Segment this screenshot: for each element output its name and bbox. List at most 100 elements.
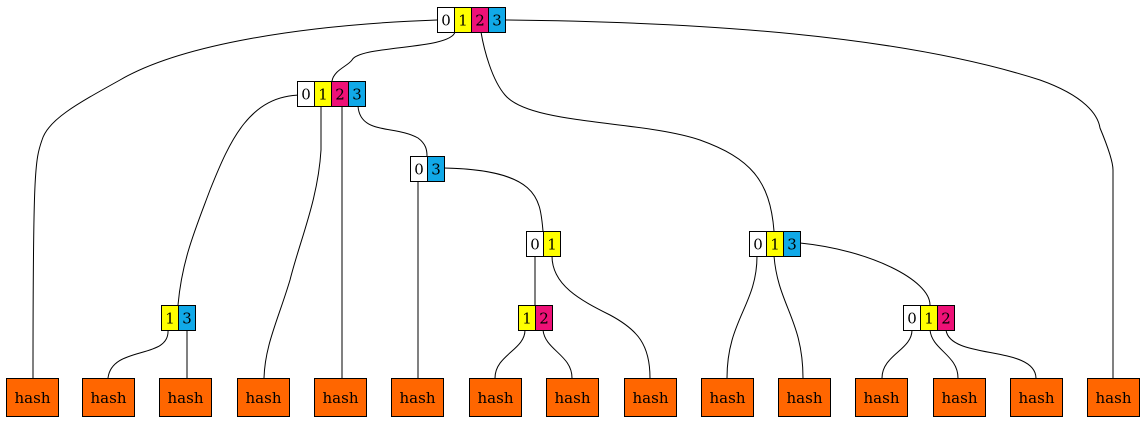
node-cell-label: 0 [530, 236, 540, 254]
hash-leaf: hash [469, 378, 522, 417]
node-cell-label: 1 [165, 310, 175, 328]
tree-edge [929, 329, 959, 379]
hash-leaf-box [82, 378, 135, 417]
hash-leaf-box [855, 378, 908, 417]
tree-edge [542, 329, 573, 379]
hash-leaf: hash [1010, 378, 1063, 417]
hash-leaf-label: hash [864, 389, 900, 407]
hash-leaf-box [159, 378, 212, 417]
node-cell-label: 3 [182, 310, 192, 328]
node-cell-3 [178, 305, 196, 331]
node-cell-3 [783, 231, 801, 257]
node-cell-label: 0 [753, 236, 763, 254]
hash-leaf-label: hash [91, 389, 127, 407]
node-cell-label: 2 [475, 12, 485, 30]
hash-leaf-box [469, 378, 522, 417]
hash-leaf-label: hash [1096, 389, 1132, 407]
tree-edge [773, 255, 804, 379]
tree-edge [357, 105, 428, 157]
node-cell-3 [427, 156, 445, 182]
node-cell-label: 2 [941, 310, 951, 328]
hash-leaf-label: hash [168, 389, 204, 407]
tree-edge [107, 329, 169, 379]
hash-leaf-box [1087, 378, 1140, 417]
node-cell-3 [488, 7, 506, 33]
node-cell-label: 1 [458, 12, 468, 30]
tree-edge [881, 329, 913, 379]
node-cell-label: 0 [414, 161, 424, 179]
node-cell-label: 0 [441, 12, 451, 30]
node-cell-label: 1 [318, 86, 328, 104]
node-cell-3 [348, 81, 366, 107]
hash-leaf-label: hash [555, 389, 591, 407]
hash-leaf-label: hash [15, 389, 51, 407]
tree-edge [177, 94, 303, 306]
node-cell-label: 0 [301, 86, 311, 104]
hash-leaf: hash [159, 378, 212, 417]
hash-leaf: hash [624, 378, 677, 417]
hash-leaf: hash [391, 378, 444, 417]
hash-leaf: hash [1087, 378, 1140, 417]
tree-edge [443, 167, 544, 232]
hash-leaf: hash [314, 378, 367, 417]
hash-leaf-label: hash [478, 389, 514, 407]
tree-edge [263, 106, 322, 379]
tree-edge [799, 242, 931, 306]
hash-leaf: hash [6, 378, 59, 417]
node-cell-label: 3 [352, 86, 362, 104]
hash-leaf: hash [778, 378, 831, 417]
node-cell-label: 1 [522, 310, 532, 328]
hash-leaf-label: hash [710, 389, 746, 407]
hash-leaf-box [701, 378, 754, 417]
node-cell-label: 2 [539, 310, 549, 328]
tree-edge [504, 19, 1114, 378]
node-cell-label: 1 [770, 236, 780, 254]
hash-leaf: hash [82, 378, 135, 417]
tree-edges [32, 19, 1114, 379]
node-cell-label: 1 [924, 310, 934, 328]
node-cell-label: 3 [431, 161, 441, 179]
node-cell-label: 2 [335, 86, 345, 104]
hash-leaf: hash [855, 378, 908, 417]
hash-leaf-label: hash [633, 389, 669, 407]
hash-leaf-label: hash [323, 389, 359, 407]
hash-leaf-label: hash [942, 389, 978, 407]
tree-edge [32, 19, 438, 379]
tree-edge [945, 329, 1037, 379]
hash-leaf-label: hash [1019, 389, 1055, 407]
hash-leaf-box [933, 378, 986, 417]
hash-leaf-box [624, 378, 677, 417]
tree-edge [480, 31, 775, 232]
tree-edge [726, 255, 758, 379]
node-cell-label: 3 [787, 236, 797, 254]
hash-leaf: hash [701, 378, 754, 417]
hash-leaf-label: hash [787, 389, 823, 407]
node-cell-label: 0 [907, 310, 917, 328]
tree-edge [331, 31, 456, 82]
hash-leaf-label: hash [246, 389, 282, 407]
node-cell-2 [937, 305, 955, 331]
hash-leaves: hash hash hash hash hash hash hash hash hash hash… [6, 378, 1140, 417]
hash-leaf-box [546, 378, 599, 417]
hash-leaf: hash [546, 378, 599, 417]
hash-leaf-box [314, 378, 367, 417]
hash-leaf-label: hash [400, 389, 436, 407]
node-cell-label: 3 [492, 12, 502, 30]
node-cell-label: 1 [547, 236, 557, 254]
tree-edge [494, 329, 526, 379]
hash-leaf: hash [237, 378, 290, 417]
hash-leaf-box [1010, 378, 1063, 417]
hash-leaf-box [391, 378, 444, 417]
hash-leaf-box [778, 378, 831, 417]
tree-edge [551, 255, 651, 379]
